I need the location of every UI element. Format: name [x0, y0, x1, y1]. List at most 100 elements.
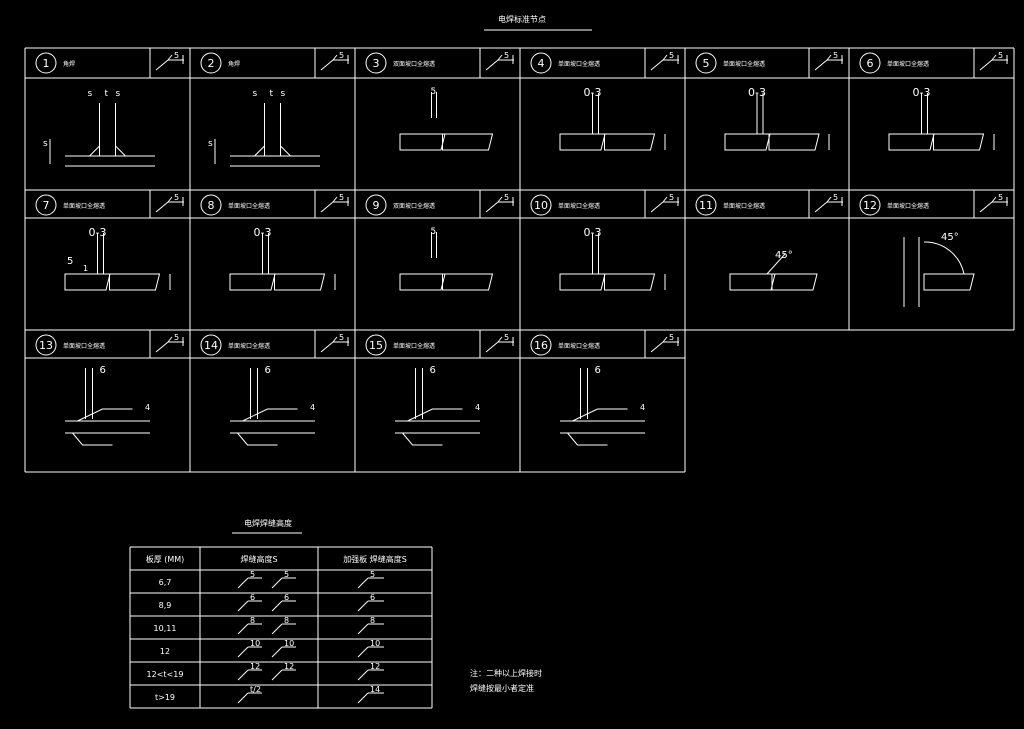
weld-fillet-mark	[662, 336, 668, 343]
weld-leader	[271, 646, 283, 658]
table-thickness-cell: 10,11	[154, 624, 177, 633]
dim-s2: s	[116, 89, 121, 99]
weld-leader	[237, 692, 249, 704]
plate-left	[64, 273, 111, 291]
detail-label: 单面坡口全熔透	[558, 202, 600, 210]
detail-number-circle	[200, 334, 222, 356]
detail-number-circle	[365, 194, 387, 216]
dim-gap: 0-3	[913, 86, 931, 99]
detail-number: 2	[208, 57, 215, 70]
detail-sketch: 64	[395, 365, 480, 446]
table-weld-a: 6	[250, 593, 255, 602]
dim-5: 5	[431, 227, 437, 237]
weld-leader	[320, 59, 334, 71]
detail-label: 单面坡口全熔透	[558, 342, 600, 350]
weld-fillet-mark	[826, 196, 832, 203]
table-weld-cell-2: 6	[357, 593, 384, 612]
detail-label: 双面坡口全熔透	[393, 60, 435, 68]
weld-leader	[271, 577, 283, 589]
weld-symbol: 5	[979, 51, 1008, 71]
table-weld-c: 10	[370, 639, 380, 648]
table-weld-a: 8	[250, 616, 255, 625]
table-weld-a: 10	[250, 639, 260, 648]
detail-number: 6	[867, 57, 874, 70]
table-weld-b: 12	[284, 662, 294, 671]
weld-leader	[485, 59, 499, 71]
table-thickness-cell: 12<t<19	[147, 670, 184, 679]
table-weld-cell-2: 5	[357, 570, 384, 589]
plate-right	[768, 133, 820, 151]
weld-leader	[155, 59, 169, 71]
table-weld-c: 12	[370, 662, 380, 671]
plate-left	[399, 273, 446, 291]
table-weld-c: 8	[370, 616, 375, 625]
detail-number: 10	[534, 199, 548, 212]
weld-leader	[237, 623, 249, 635]
weld-size: 5	[833, 193, 838, 202]
weld-leader	[357, 577, 369, 589]
plate-right	[442, 133, 494, 151]
table-weld-b: 6	[284, 593, 289, 602]
dim-s: s	[88, 89, 93, 99]
detail-number-circle	[200, 194, 222, 216]
table-thickness-cell: 8,9	[159, 601, 172, 610]
weld-fillet-mark	[497, 196, 503, 203]
weld-leader	[155, 201, 169, 213]
table-weld-c: 5	[370, 570, 375, 579]
weld-leader	[237, 600, 249, 612]
weld-size: 5	[504, 193, 509, 202]
weld-leader	[979, 201, 993, 213]
dim-5: 5	[431, 87, 437, 97]
bevel-line	[766, 253, 786, 275]
weld-fillet-mark	[497, 336, 503, 343]
detail-label: 单面坡口全熔透	[228, 342, 270, 350]
dim-4: 4	[640, 403, 645, 412]
backing-bar	[72, 432, 113, 446]
detail-number: 3	[373, 57, 380, 70]
detail-sketch: 64	[560, 365, 645, 446]
weld-symbol: 5	[320, 51, 349, 71]
table-header-cell: 加强板 焊缝高度S	[343, 554, 407, 564]
table-weld-b: 5	[284, 570, 289, 579]
dim-gap: 0-3	[584, 226, 602, 239]
weld-size: 5	[504, 51, 509, 60]
detail-number: 4	[538, 57, 545, 70]
weld-leader	[650, 59, 664, 71]
detail-sketch: 45°	[903, 232, 975, 307]
table-header-cell: 焊缝高度S	[240, 554, 277, 564]
detail-number-circle	[695, 194, 717, 216]
table-title: 电焊焊缝高度	[244, 518, 292, 528]
table-thickness-cell: 12	[160, 647, 170, 656]
dim-angle: 45°	[941, 232, 959, 243]
plate-right	[109, 273, 161, 291]
table-weld-a: 12	[250, 662, 260, 671]
table-weld-cell-2: 8	[357, 616, 384, 635]
detail-sketch: 45°	[729, 250, 818, 291]
dim-gap: 0-3	[89, 226, 107, 239]
detail-number-circle	[530, 194, 552, 216]
table-weld-cell: 12 12	[237, 662, 296, 681]
detail-number: 16	[534, 339, 548, 352]
weld-leader	[237, 669, 249, 681]
plate-left	[559, 273, 606, 291]
plate-right	[923, 273, 975, 291]
weld-leader	[650, 201, 664, 213]
dim-t: t	[105, 89, 109, 99]
weld-fillet-mark	[167, 336, 173, 343]
dim-angle: 45°	[775, 250, 793, 261]
weld-fillet-mark	[991, 54, 997, 61]
dim-t: t	[270, 89, 274, 99]
fillet-weld-right	[115, 144, 127, 157]
